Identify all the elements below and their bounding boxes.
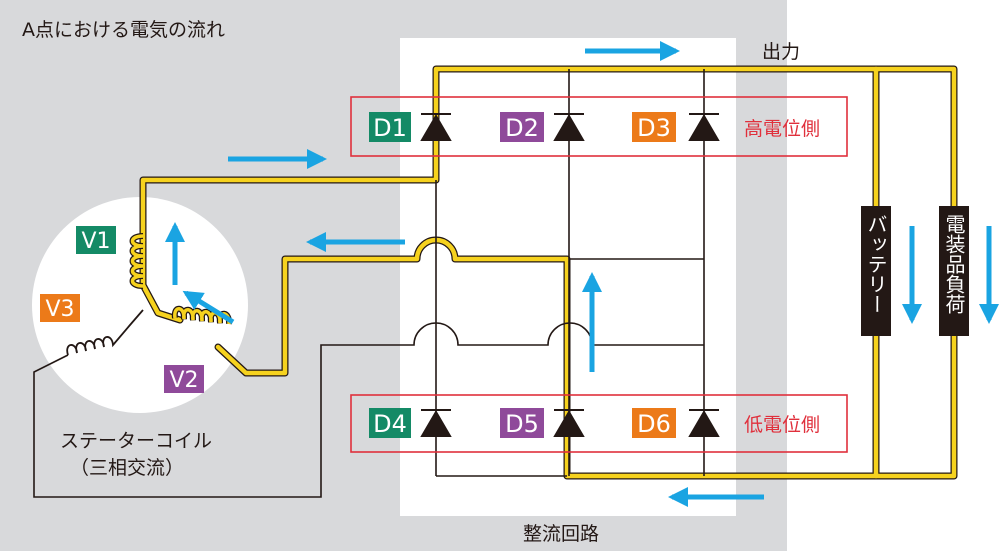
diode-labels: D1 D2 D3 D4 D5 D6 — [369, 112, 676, 438]
diode-d6-symbol — [688, 410, 720, 437]
diode-label-d6: D6 — [637, 410, 671, 438]
coil-label-v2: V2 — [169, 368, 198, 393]
diode-d5-symbol — [553, 410, 585, 437]
arrow-v2 — [182, 290, 235, 325]
load-label: 電装品負荷 — [942, 214, 966, 314]
stator-label-line2: （三相交流） — [70, 457, 184, 479]
battery-box — [861, 206, 891, 336]
current-path — [139, 65, 958, 480]
diode-d3-symbol — [688, 114, 720, 141]
coil-v3 — [66, 309, 144, 356]
coil-v2 — [171, 305, 233, 325]
output-label: 出力 — [762, 41, 800, 63]
coil-labels: V1 V3 V2 — [40, 226, 204, 393]
diode-label-d4: D4 — [373, 410, 407, 438]
diode-label-d2: D2 — [505, 114, 539, 142]
diode-d4-symbol — [420, 410, 452, 437]
battery-label: バッテリー — [864, 214, 888, 314]
current-arrows — [165, 41, 999, 507]
coil-v1 — [129, 233, 144, 289]
load-box — [939, 206, 969, 336]
rectifier-label: 整流回路 — [523, 523, 599, 545]
coil-label-v1: V1 — [81, 229, 110, 254]
diagram-title: A点における電気の流れ — [22, 19, 225, 41]
high-side-zone — [350, 96, 848, 157]
stator-label-line1: ステーターコイル — [60, 430, 212, 452]
diode-label-d5: D5 — [505, 410, 539, 438]
coil-label-v3: V3 — [45, 297, 74, 322]
diode-d2-symbol — [553, 114, 585, 141]
low-side-zone — [350, 394, 848, 453]
diode-d1-symbol — [420, 114, 452, 141]
diode-label-d3: D3 — [637, 114, 671, 142]
diode-label-d1: D1 — [373, 114, 407, 142]
low-side-label: 低電位側 — [744, 414, 820, 436]
high-side-label: 高電位側 — [744, 118, 820, 140]
diode-symbols — [420, 113, 720, 437]
